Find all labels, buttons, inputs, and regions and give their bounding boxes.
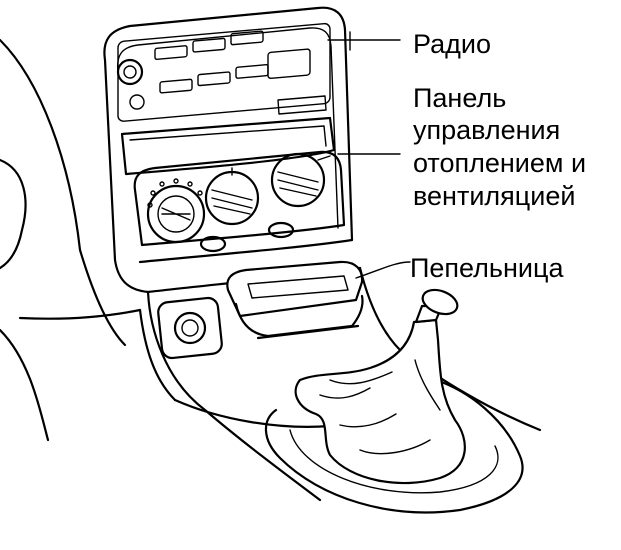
lower-left-trim [18, 308, 142, 320]
ashtray-body [226, 260, 364, 318]
console-side-left-2 [138, 308, 177, 402]
ashtray-front [256, 324, 360, 340]
climate-knob-left [146, 178, 206, 244]
storage-pocket-inner [129, 125, 327, 147]
center-stack-housing [103, 6, 354, 242]
radio-buttons-row1 [154, 30, 264, 60]
climate-knob-right [270, 152, 331, 208]
label-ashtray: Пепельница [410, 253, 564, 283]
ashtray-slot [247, 275, 349, 299]
climate-button-left [199, 235, 227, 253]
radio-slot [277, 95, 327, 115]
radio-knob [116, 58, 144, 86]
climate-button-right [267, 221, 295, 239]
storage-pocket [120, 116, 336, 176]
label-radio: Радио [413, 29, 491, 59]
shift-surround-inner [289, 429, 499, 494]
dashboard-outline [0, 38, 127, 347]
radio-small-knob [129, 94, 145, 110]
label-climate-line2: управления [413, 115, 561, 145]
lighter-inner [181, 319, 199, 337]
console-lower-frame [138, 238, 354, 264]
leader-line-ashtray [355, 261, 411, 279]
shift-knob [421, 288, 459, 316]
lower-left-sweep [0, 328, 50, 442]
radio-display [267, 48, 311, 80]
center-stack-left-edge [103, 58, 150, 294]
label-climate-line3: отоплением и [413, 148, 587, 178]
climate-knob-center [204, 167, 260, 226]
label-climate-line4: вентиляцией [413, 181, 576, 211]
lighter-bezel [157, 296, 223, 360]
label-climate-line1: Панель [413, 83, 507, 113]
console-top-edge [173, 398, 332, 428]
shift-boot [294, 318, 466, 485]
shift-boot-folds [319, 359, 441, 455]
radio-knob-inner [123, 65, 137, 79]
radio-buttons-row2 [159, 64, 269, 94]
radio-unit [117, 22, 331, 122]
lighter-outer [173, 311, 207, 345]
shift-surround [264, 376, 524, 514]
console-side-left [146, 290, 322, 502]
left-knee-panel [0, 158, 27, 270]
